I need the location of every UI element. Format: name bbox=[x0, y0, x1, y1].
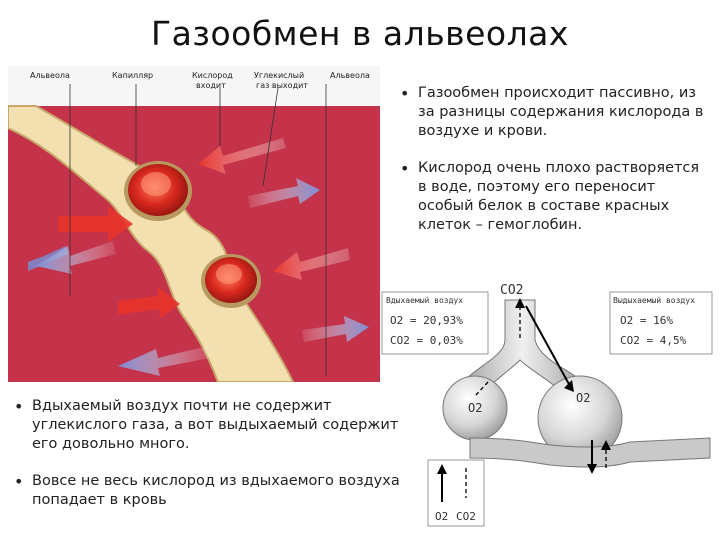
red-blood-cell bbox=[201, 254, 261, 308]
inhaled-air-o2: O2 = 20,93% bbox=[390, 314, 463, 327]
inhaled-air-co2: CO2 = 0,03% bbox=[390, 334, 463, 347]
co2-top-label: CO2 bbox=[500, 283, 523, 298]
label-oxygen-in-2: входит bbox=[196, 81, 226, 90]
bullet-item: Вдыхаемый воздух почти не содержит углек… bbox=[10, 397, 410, 454]
bullet-item: Кислород очень плохо растворяется в воде… bbox=[396, 159, 706, 235]
capillary-gas-exchange-figure: Альвеола Капилляр Кислород входит Углеки… bbox=[8, 66, 380, 382]
bullet-item: Вовсе не весь кислород из вдыхаемого воз… bbox=[10, 472, 410, 510]
bubble-o2-label: O2 bbox=[576, 391, 590, 405]
bullet-list-right: Газообмен происходит пассивно, из за раз… bbox=[396, 84, 706, 253]
exhaled-air-co2: CO2 = 4,5% bbox=[620, 334, 687, 347]
slide-title: Газообмен в альвеолах bbox=[0, 14, 720, 53]
label-co2-out-2: газ выходит bbox=[256, 81, 308, 90]
bullet-list-bottom: Вдыхаемый воздух почти не содержит углек… bbox=[10, 397, 410, 528]
alveoli-air-composition-figure: CO2 Вдыхаемый воздух O2 = 20,93% CO2 = 0… bbox=[380, 270, 715, 535]
red-blood-cell bbox=[124, 161, 192, 221]
label-co2-out-1: Углекислый bbox=[254, 71, 304, 80]
label-oxygen-in-1: Кислород bbox=[192, 71, 233, 80]
legend-o2-label: O2 bbox=[435, 510, 448, 523]
exhaled-air-box: Выдыхаемый воздух O2 = 16% CO2 = 4,5% bbox=[610, 292, 712, 354]
legend: O2 CO2 bbox=[428, 460, 484, 526]
label-alveola-right: Альвеола bbox=[330, 71, 370, 80]
bullet-item: Газообмен происходит пассивно, из за раз… bbox=[396, 84, 706, 141]
inhaled-air-title: Вдыхаемый воздух bbox=[386, 296, 463, 305]
label-capillary: Капилляр bbox=[112, 71, 153, 80]
inhaled-air-box: Вдыхаемый воздух O2 = 20,93% CO2 = 0,03% bbox=[382, 292, 488, 354]
exhaled-air-o2: O2 = 16% bbox=[620, 314, 673, 327]
exhaled-air-title: Выдыхаемый воздух bbox=[613, 296, 695, 305]
legend-co2-label: CO2 bbox=[456, 510, 476, 523]
bubble-o2-label: O2 bbox=[468, 401, 482, 415]
label-alveola-left: Альвеола bbox=[30, 71, 70, 80]
